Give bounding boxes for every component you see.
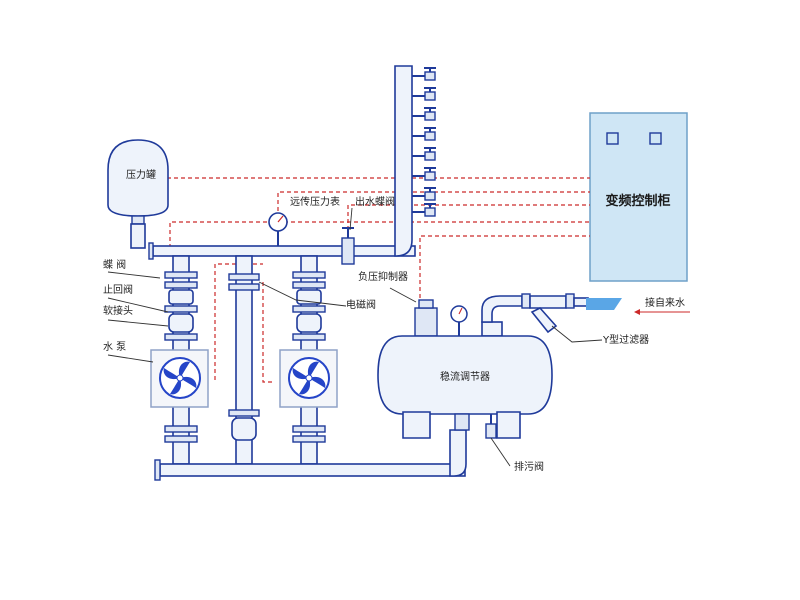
remote-gauge-label: 远传压力表 (290, 195, 340, 208)
cabinet-indicator-left (606, 132, 619, 145)
outlet-header-pipe (148, 65, 416, 260)
riser-outlet-2 (412, 87, 436, 101)
inlet-water-label: 接自来水 (645, 296, 685, 309)
solenoid-valve-label: 电磁阀 (346, 298, 376, 311)
check-valve-label: 止回阀 (103, 283, 133, 296)
suction-header-pipe (154, 429, 467, 481)
pressure-tank-label: 压力罐 (126, 168, 156, 181)
pump-1-impeller-icon (163, 361, 197, 395)
cabinet-indicator-right (649, 132, 662, 145)
flow-regulator-label: 稳流调节器 (440, 370, 490, 383)
riser-outlet-1 (412, 67, 436, 81)
y-filter-label: Y型过滤器 (602, 333, 649, 346)
inlet-pipe: 接自来水 (481, 293, 690, 334)
remote-pressure-gauge: 远传压力表 (268, 195, 340, 246)
water-pump-label: 水 泵 (103, 341, 126, 353)
outlet-valve-label: 出水蝶阀 (355, 195, 395, 208)
pressure-tank: 压力罐 (107, 139, 169, 249)
butterfly-valve-label: 蝶 阀 (103, 258, 126, 271)
pump-column-1 (164, 255, 198, 465)
water-pump-1 (150, 349, 209, 408)
flow-regulator-tank: 稳流调节器 (377, 299, 553, 439)
riser-outlet-4 (412, 127, 436, 141)
riser-outlet-7 (412, 187, 436, 201)
riser-outlets (412, 67, 436, 217)
inlet-arrow-icon (634, 309, 640, 315)
riser-outlet-8 (412, 203, 436, 217)
drain-valve-label: 排污阀 (514, 460, 544, 473)
riser-outlet-5 (412, 147, 436, 161)
negative-pressure-label: 负压抑制器 (358, 270, 408, 283)
outlet-butterfly-valve: 出水蝶阀 (341, 195, 395, 265)
riser-outlet-3 (412, 107, 436, 121)
pump-2-impeller-icon (292, 361, 326, 395)
y-filter-body (530, 307, 558, 334)
control-cabinet: 变频控制柜 (589, 112, 688, 282)
bypass-pipe (228, 255, 260, 465)
water-pump-2 (279, 349, 338, 408)
flex-joint-label: 软接头 (103, 304, 133, 317)
control-cabinet-label: 变频控制柜 (605, 193, 670, 209)
inlet-water-flow (586, 298, 622, 310)
drain-valve (485, 414, 497, 439)
riser-outlet-6 (412, 167, 436, 181)
